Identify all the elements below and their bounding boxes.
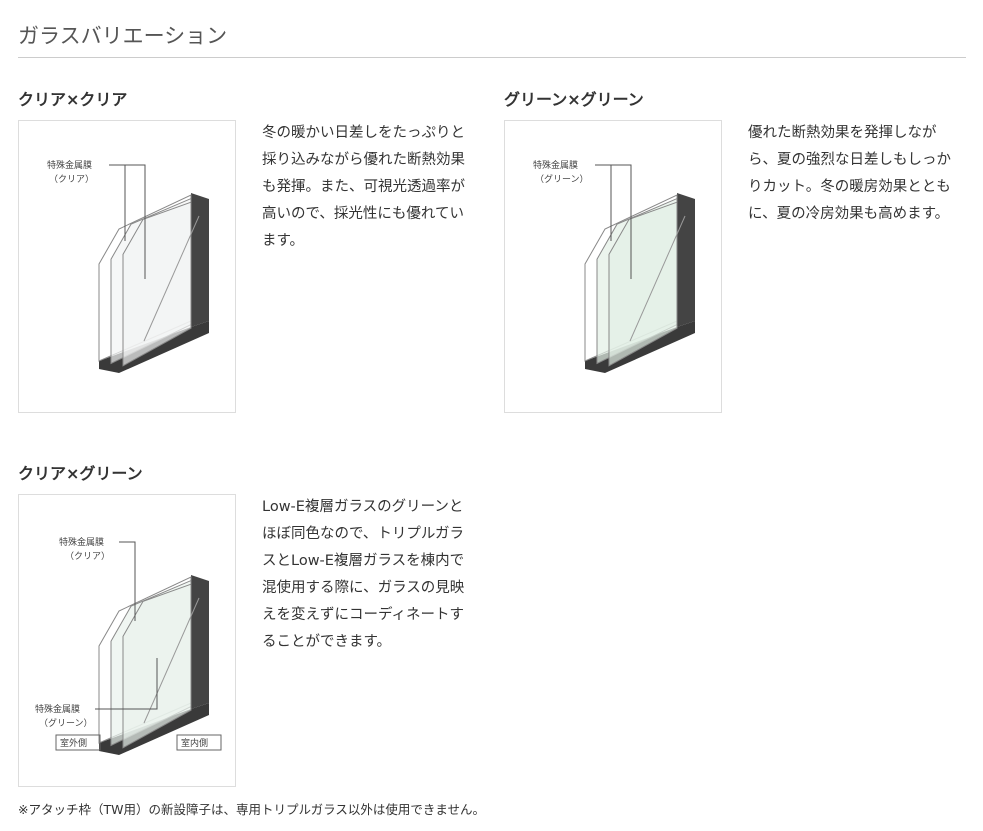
variant-heading: グリーン×グリーン bbox=[504, 90, 644, 109]
reflection-line bbox=[143, 215, 200, 342]
glass-pane bbox=[122, 201, 192, 367]
reflection-line bbox=[629, 215, 686, 342]
label-metal-film-type: （クリア） bbox=[65, 551, 110, 562]
footnote: ※アタッチ枠（TW用）の新設障子は、専用トリプルガラス以外は使用できません。 bbox=[18, 802, 485, 817]
variant-heading: クリア×グリーン bbox=[18, 464, 143, 483]
label-inside: 室内側 bbox=[181, 737, 208, 749]
leader-line bbox=[109, 164, 146, 279]
variant-heading: クリア×クリア bbox=[18, 90, 128, 109]
label-metal-film-type: （グリーン） bbox=[535, 173, 589, 185]
reflection-line bbox=[143, 597, 200, 724]
variant-description: Low-E複層ガラスのグリーンとほぼ同色なので、トリプルガラスとLow-E複層ガ… bbox=[262, 499, 465, 650]
glass-illustration: 特殊金属膜 （クリア） bbox=[18, 120, 236, 413]
label-metal-film: 特殊金属膜 bbox=[59, 536, 104, 548]
frame-side bbox=[191, 575, 209, 709]
glass-unit bbox=[98, 193, 209, 373]
frame-side bbox=[677, 193, 695, 327]
label-metal-film: 特殊金属膜 bbox=[47, 159, 92, 171]
glass-unit bbox=[584, 193, 695, 373]
label-box bbox=[55, 734, 101, 751]
glass-pane bbox=[608, 201, 678, 367]
leader-line bbox=[95, 658, 158, 710]
label-box bbox=[176, 734, 222, 751]
label-metal-film-type: （クリア） bbox=[49, 174, 94, 185]
label-metal-film: 特殊金属膜 bbox=[35, 703, 80, 715]
label-metal-film: 特殊金属膜 bbox=[533, 159, 578, 171]
leader-line bbox=[595, 164, 632, 279]
variant-description: 優れた断熱効果を発揮しながら、夏の強烈な日差しもしっかりカット。冬の暖房効果とと… bbox=[748, 125, 951, 222]
glass-unit bbox=[98, 575, 209, 755]
frame-side bbox=[191, 193, 209, 327]
label-metal-film-type: （グリーン） bbox=[39, 717, 93, 729]
label-outside: 室外側 bbox=[60, 737, 87, 749]
section-title: ガラスバリエーション bbox=[18, 24, 228, 48]
divider bbox=[18, 57, 966, 58]
glass-illustration: 特殊金属膜 （クリア） 特殊金属膜 （グリーン） 室外側 室内側 bbox=[18, 494, 236, 787]
glass-illustration: 特殊金属膜 （グリーン） bbox=[504, 120, 722, 413]
variant-description: 冬の暖かい日差しをたっぷりと採り込みながら優れた断熱効果も発揮。また、可視光透過… bbox=[262, 125, 465, 249]
leader-line bbox=[119, 541, 136, 621]
